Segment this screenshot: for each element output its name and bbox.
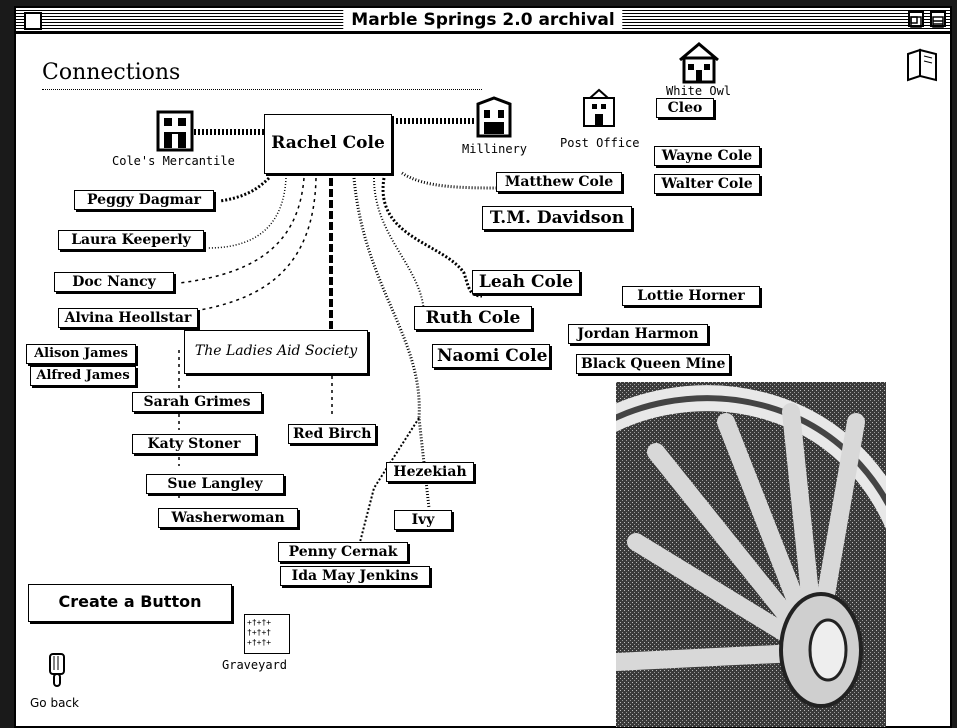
connection-lines <box>178 118 503 547</box>
node-jordan-harmon[interactable]: Jordan Harmon <box>568 324 708 344</box>
node-alvina-heollstar[interactable]: Alvina Heollstar <box>58 308 198 328</box>
node-black-queen-mine[interactable]: Black Queen Mine <box>576 354 730 374</box>
graveyard-label[interactable]: Graveyard <box>222 658 288 672</box>
zoom-box-icon[interactable] <box>908 11 924 28</box>
node-matthew-cole[interactable]: Matthew Cole <box>496 172 622 192</box>
title-bar[interactable]: Marble Springs 2.0 archival <box>16 8 950 34</box>
node-alison-james[interactable]: Alison James <box>26 344 136 364</box>
node-alfred-james[interactable]: Alfred James <box>30 366 136 386</box>
close-box-icon[interactable] <box>24 12 42 30</box>
node-laura-keeperly[interactable]: Laura Keeperly <box>58 230 204 250</box>
node-penny-cernak[interactable]: Penny Cernak <box>278 542 408 562</box>
mercantile-label[interactable]: Cole's Mercantile <box>112 154 235 168</box>
mercantile-building-icon[interactable] <box>156 110 194 156</box>
svg-text:+†+†+: +†+†+ <box>247 638 271 647</box>
svg-text:+†+†+: +†+†+ <box>247 618 271 627</box>
white-owl-house-icon[interactable] <box>676 42 722 88</box>
white-owl-label[interactable]: White Owl <box>666 84 732 98</box>
node-cleo[interactable]: Cleo <box>656 98 714 118</box>
node-leah-cole[interactable]: Leah Cole <box>472 270 580 294</box>
node-ida-may-jenkins[interactable]: Ida May Jenkins <box>280 566 430 586</box>
node-sue-langley[interactable]: Sue Langley <box>146 474 284 494</box>
card-content: Connections Cole's Mercantile Rachel Col… <box>24 38 944 727</box>
millinery-building-icon[interactable] <box>476 96 512 142</box>
millinery-label[interactable]: Millinery <box>462 142 528 156</box>
center-node-rachel-cole[interactable]: Rachel Cole <box>264 114 392 174</box>
node-lottie-horner[interactable]: Lottie Horner <box>622 286 760 306</box>
node-ruth-cole[interactable]: Ruth Cole <box>414 306 532 330</box>
node-ladies-aid-society[interactable]: The Ladies Aid Society <box>184 330 368 374</box>
book-icon[interactable] <box>904 46 940 86</box>
node-katy-stoner[interactable]: Katy Stoner <box>132 434 256 454</box>
node-hezekiah[interactable]: Hezekiah <box>386 462 474 482</box>
node-washerwoman[interactable]: Washerwoman <box>158 508 298 528</box>
node-ivy[interactable]: Ivy <box>394 510 452 530</box>
page-title: Connections <box>42 60 482 90</box>
app-window: Marble Springs 2.0 archival <box>14 6 952 728</box>
create-button[interactable]: Create a Button <box>28 584 232 622</box>
node-naomi-cole[interactable]: Naomi Cole <box>432 344 550 368</box>
window-title: Marble Springs 2.0 archival <box>343 10 623 30</box>
node-doc-nancy[interactable]: Doc Nancy <box>54 272 174 292</box>
node-wayne-cole[interactable]: Wayne Cole <box>654 146 760 166</box>
pointing-hand-icon[interactable] <box>46 652 68 694</box>
graveyard-icon[interactable]: +†+†+†+†+†+†+†+ <box>244 614 290 654</box>
node-walter-cole[interactable]: Walter Cole <box>654 174 760 194</box>
node-red-birch[interactable]: Red Birch <box>288 424 376 444</box>
node-peggy-dagmar[interactable]: Peggy Dagmar <box>74 190 214 210</box>
svg-text:†+†+†: †+†+† <box>247 628 271 637</box>
node-tm-davidson[interactable]: T.M. Davidson <box>482 206 632 230</box>
collapse-box-icon[interactable] <box>930 11 946 28</box>
wagon-wheel-image <box>616 382 886 727</box>
post-office-label[interactable]: Post Office <box>560 136 640 150</box>
node-sarah-grimes[interactable]: Sarah Grimes <box>132 392 262 412</box>
post-office-building-icon[interactable] <box>582 88 616 132</box>
go-back-button[interactable]: Go back <box>30 696 79 710</box>
